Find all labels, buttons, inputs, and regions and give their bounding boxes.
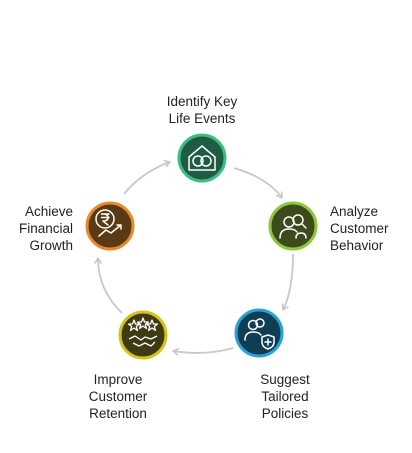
rings-house-icon (188, 145, 216, 171)
label-line: Policies (261, 406, 309, 421)
step-label-analyze-behavior: Analyze Customer Behavior (330, 203, 389, 254)
users-shield-icon (244, 318, 275, 350)
arrow-5-to-1 (123, 160, 171, 195)
label-line: Customer (330, 221, 389, 236)
step-label-suggest-policies: Suggest Tailored Policies (250, 371, 320, 422)
node-suggest-policies (234, 308, 284, 358)
label-line: Improve (93, 372, 143, 387)
label-line: Tailored (261, 389, 309, 404)
label-line: Achieve (24, 204, 73, 219)
label-line: Behavior (330, 238, 384, 253)
node-analyze-behavior (268, 201, 318, 251)
node-achieve-growth (85, 201, 135, 251)
label-line: Retention (89, 406, 147, 421)
step-label-identify-life-events: Identify Key Life Events (150, 93, 254, 127)
node-identify-life-events (177, 133, 227, 183)
arrow-4-to-5 (94, 257, 123, 314)
user-search-icon (279, 214, 307, 239)
label-line: Customer (88, 389, 148, 404)
arrow-2-to-3 (281, 253, 294, 311)
label-line: Growth (29, 238, 73, 253)
label-line: Identify Key (166, 94, 238, 109)
label-line: Suggest (260, 372, 310, 387)
label-line: Analyze (330, 204, 379, 219)
step-label-achieve-growth: Achieve Financial Growth (8, 203, 73, 254)
arrow-3-to-4 (172, 347, 234, 356)
node-improve-retention (118, 310, 168, 360)
stars-handshake-icon (127, 317, 159, 347)
rupee-growth-icon (95, 209, 122, 237)
label-line: Financial (18, 221, 73, 236)
step-label-improve-retention: Improve Customer Retention (78, 371, 158, 422)
label-line: Life Events (168, 111, 236, 126)
arrow-1-to-2 (233, 167, 283, 199)
